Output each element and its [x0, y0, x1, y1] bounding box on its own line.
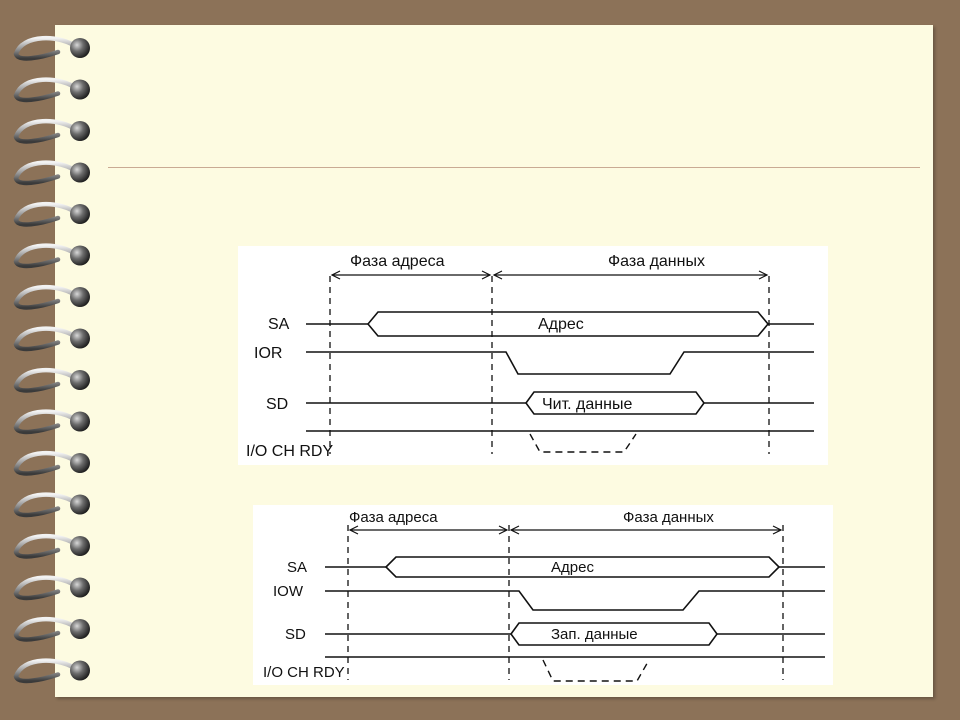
write-cycle-timing-diagram: Фаза адреса Фаза данных SA IOW SD I/O CH…: [253, 505, 833, 685]
sd-bus-label: Зап. данные: [551, 626, 638, 643]
spiral-ring: [13, 77, 90, 103]
spiral-ring: [13, 575, 90, 601]
signal-label-io-ch-rdy: I/O CH RDY: [246, 443, 333, 460]
spiral-ring: [13, 160, 90, 186]
signal-label-sa: SA: [268, 316, 290, 333]
sd-bus-label: Чит. данные: [542, 396, 632, 413]
signal-label-io-ch-rdy: I/O CH RDY: [263, 664, 345, 681]
sa-bus-label: Адрес: [538, 316, 584, 333]
phase-address-label: Фаза адреса: [349, 509, 438, 526]
phase-data-label: Фаза данных: [608, 253, 705, 270]
read-cycle-timing-diagram: Фаза адреса Фаза данных SA IOR SD I/O CH…: [238, 246, 828, 465]
title-separator-line: [108, 167, 920, 168]
iow-signal-line: [325, 590, 825, 611]
signal-label-sd: SD: [266, 396, 288, 413]
spiral-binding: [13, 36, 90, 684]
ior-signal-line: [306, 351, 814, 375]
spiral-ring: [13, 36, 90, 61]
spiral-ring: [13, 326, 90, 352]
spiral-ring: [13, 492, 90, 518]
phase-address-label: Фаза адреса: [350, 253, 445, 270]
spiral-ring: [13, 451, 90, 476]
spiral-ring: [13, 409, 90, 435]
spiral-ring: [13, 534, 90, 559]
spiral-ring: [13, 617, 90, 642]
io-ch-rdy-wait-dashed: [529, 433, 637, 453]
signal-label-sd: SD: [285, 626, 306, 643]
spiral-ring: [13, 658, 90, 684]
sa-bus-label: Адрес: [551, 559, 594, 576]
spiral-ring: [13, 202, 90, 227]
signal-label-sa: SA: [287, 559, 307, 576]
spiral-ring: [13, 119, 90, 144]
spiral-ring: [13, 368, 90, 393]
spiral-ring: [13, 285, 90, 310]
phase-data-label: Фаза данных: [623, 509, 714, 526]
signal-label-ior: IOR: [254, 345, 282, 362]
io-ch-rdy-wait-dashed: [542, 659, 650, 682]
spiral-ring: [13, 243, 90, 269]
signal-label-iow: IOW: [273, 583, 304, 600]
